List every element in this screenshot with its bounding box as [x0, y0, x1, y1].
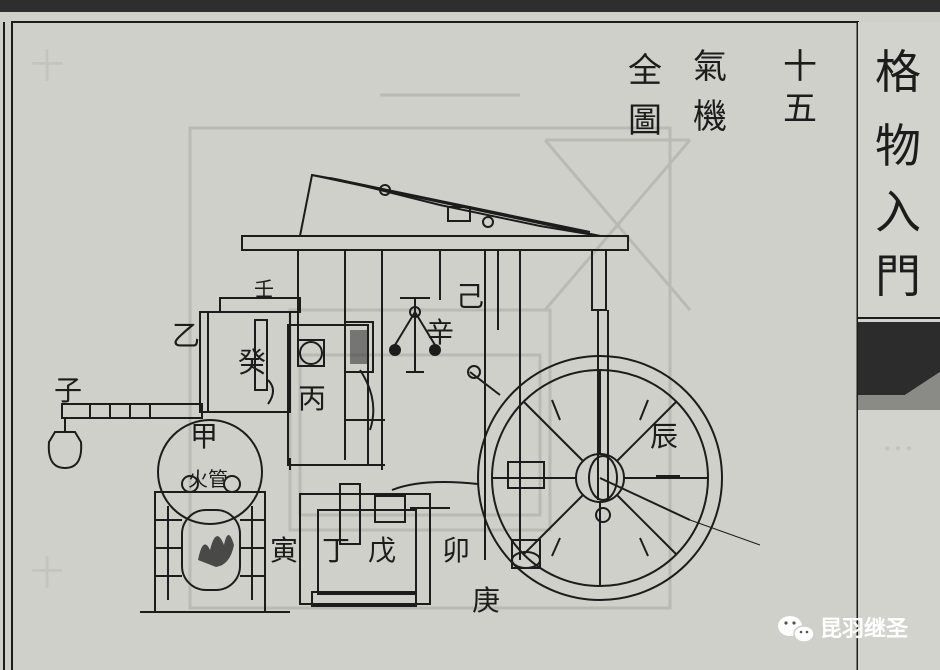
beam-pivot-block [447, 206, 471, 222]
side-title-char-1: 格 [875, 45, 921, 99]
label-huoguan: 火管 [188, 467, 228, 491]
label-bing: 丙 [298, 382, 326, 415]
wechat-icon [778, 616, 815, 643]
label-ding: 丁 [322, 534, 350, 567]
label-wu: 戊 [368, 534, 396, 567]
bleed-through: 十 十 [30, 47, 692, 610]
title-number-2: 五 [783, 89, 817, 129]
steam-chest [344, 321, 374, 373]
flywheel [477, 355, 723, 601]
label-xin: 辛 [426, 316, 454, 349]
crank-pin [588, 455, 618, 501]
title-col1-char-1: 氣 [693, 47, 727, 87]
side-title-char-4: 門 [875, 249, 921, 303]
engine-drawing [47, 173, 761, 613]
eccentric-block [507, 461, 545, 489]
condenser-box [299, 493, 431, 605]
title-col2-char-2: 圖 [628, 101, 662, 141]
svg-text:十: 十 [30, 554, 64, 594]
safety-valve-lever [47, 403, 203, 470]
label-gui: 癸 [238, 346, 266, 379]
label-yi: 乙 [172, 319, 200, 352]
watermark-text: 昆羽继圣 [820, 616, 909, 642]
main-boiler [157, 419, 263, 525]
label-jia: 甲 [190, 420, 218, 453]
label-ji: 己 [456, 280, 484, 313]
governor [389, 297, 441, 373]
side-title-char-2: 物 [875, 119, 921, 173]
label-chen: 辰 [650, 420, 678, 453]
counterweight [47, 431, 83, 470]
svg-text:...: ... [882, 419, 914, 459]
label-geng: 庚 [472, 584, 500, 617]
label-zi: 子 [54, 374, 82, 407]
top-edge [0, 0, 940, 12]
label-yin: 寅 [270, 534, 298, 567]
side-fold-highlight [858, 372, 940, 410]
side-title-char-3: 入 [875, 185, 921, 239]
svg-text:十: 十 [30, 47, 64, 87]
main-beam [241, 235, 629, 251]
title-number-1: 十 [783, 47, 817, 87]
watermark: 昆羽继圣 [778, 616, 909, 643]
title-col2-char-1: 全 [628, 51, 662, 91]
label-mao: 卯 [442, 534, 470, 567]
side-fold-shadow [858, 322, 940, 395]
title-col1-char-2: 機 [693, 97, 727, 137]
label-ren: 壬 [254, 277, 274, 301]
